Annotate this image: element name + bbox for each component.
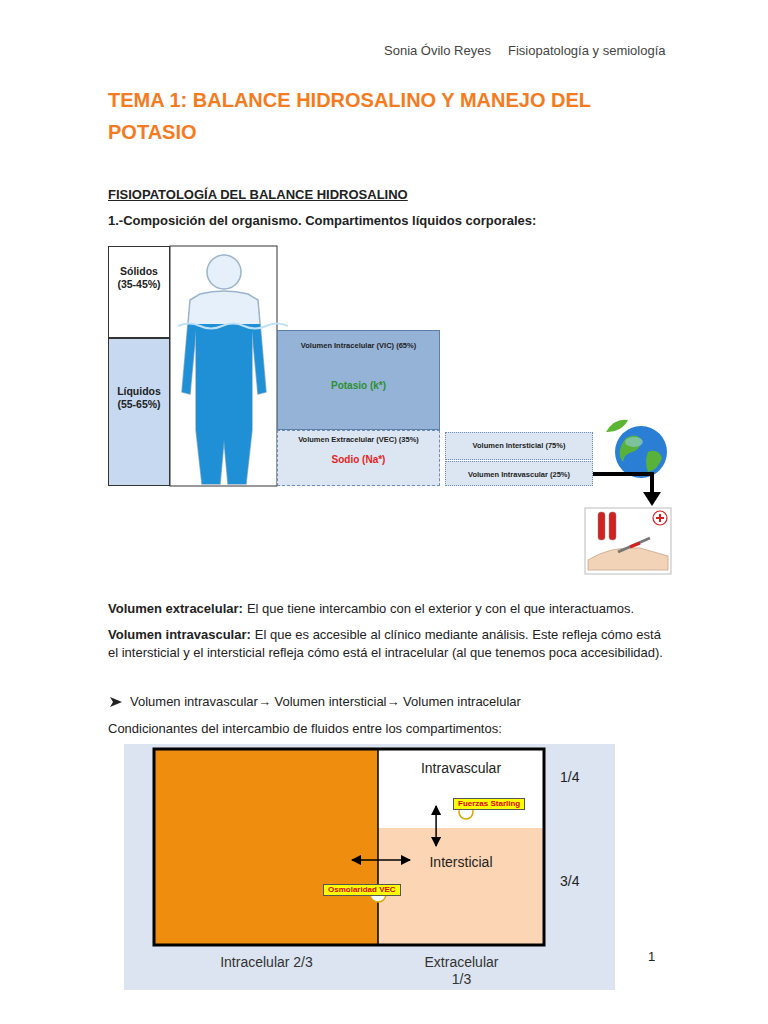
globe-icon bbox=[646, 451, 662, 472]
compartment-frame bbox=[154, 749, 544, 945]
text-line: Fisiopatología y semiología bbox=[508, 42, 728, 60]
blood-sample-picture bbox=[585, 508, 671, 574]
node-label: Sólidos (35-45%) bbox=[111, 265, 167, 290]
compartment-box: Volumen Intravascular (25%) bbox=[445, 461, 593, 486]
region-fill bbox=[155, 750, 544, 944]
globe-icon bbox=[620, 435, 642, 462]
globe-icon bbox=[606, 420, 628, 432]
human-figure bbox=[182, 291, 266, 484]
figure-column bbox=[170, 246, 277, 486]
compartment-box: Volumen Intersticial (75%) bbox=[445, 432, 593, 460]
globe-icon bbox=[625, 437, 643, 447]
human-figure bbox=[178, 324, 288, 329]
bullet-text: Volumen intravascular→ Volumen interstic… bbox=[130, 694, 521, 709]
text-line: 1/4 bbox=[560, 768, 594, 787]
compartment-box: Volumen Intracelular (VIC) (65%) Potasio … bbox=[277, 330, 440, 430]
sample-arrow bbox=[593, 474, 661, 506]
text-line: FISIOPATOLOGÍA DEL BALANCE HIDROSALINO bbox=[108, 186, 668, 204]
human-figure bbox=[178, 255, 288, 484]
factor-tag: Osmolaridad VEC bbox=[323, 884, 401, 896]
blood-sample-picture bbox=[609, 512, 616, 540]
sample-arrow bbox=[643, 492, 661, 506]
node-label: Intravascular bbox=[382, 760, 540, 777]
text-line: 3/4 bbox=[560, 872, 594, 891]
globe-icon bbox=[606, 420, 667, 478]
compartment-frame bbox=[154, 749, 544, 945]
text-line: 1 bbox=[648, 948, 668, 966]
fraction-label: 1/4 bbox=[560, 769, 579, 785]
region-fill bbox=[155, 750, 378, 944]
page-number: 1 bbox=[648, 949, 655, 964]
header-text: Sonia Óvilo Reyes bbox=[384, 43, 491, 58]
blood-sample-picture bbox=[598, 512, 605, 540]
exchange-arrow bbox=[435, 806, 437, 846]
node-label: Extracelular 1/3 bbox=[414, 954, 510, 988]
term: Volumen extracelular: bbox=[108, 601, 243, 616]
factor-tag: Fuerzas Starling bbox=[453, 798, 525, 810]
blood-sample-picture bbox=[656, 514, 664, 522]
human-figure bbox=[182, 324, 266, 484]
extracellular-region: Extracelular 1/3IntravascularFuerzas Sta… bbox=[378, 750, 545, 944]
text-line: Volumen intravascular:El que es accesibl… bbox=[108, 626, 668, 662]
subsection-heading: 1.-Composición del organismo. Compartime… bbox=[108, 213, 536, 228]
body-text: Condicionantes del intercambio de fluido… bbox=[108, 721, 502, 736]
blood-sample-picture bbox=[630, 543, 640, 547]
intravascular-region: Intravascular bbox=[378, 750, 544, 828]
region-fill bbox=[378, 828, 544, 944]
text-line: Condicionantes del intercambio de fluido… bbox=[108, 720, 668, 738]
blood-sample-picture bbox=[585, 508, 671, 574]
exchange-arrow bbox=[352, 859, 410, 861]
bullet-arrow bbox=[110, 697, 122, 707]
page-title: TEMA 1: BALANCE HIDROSALINO Y MANEJO DEL… bbox=[108, 84, 668, 148]
node-label: Volumen Intracelular (VIC) (65%) bbox=[282, 341, 435, 350]
intracellular-region: Intracelular 2/3 bbox=[155, 750, 378, 944]
definition: El que tiene intercambio con el exterior… bbox=[247, 601, 634, 616]
region-fill bbox=[378, 750, 544, 828]
fraction-label: 3/4 bbox=[560, 873, 579, 889]
human-figure bbox=[207, 255, 241, 289]
blood-sample-picture bbox=[588, 548, 668, 570]
tag-text: Osmolaridad VEC bbox=[328, 885, 396, 895]
node-label: Intersticial bbox=[382, 854, 540, 871]
section-heading: FISIOPATOLOGÍA DEL BALANCE HIDROSALINO bbox=[108, 187, 408, 202]
liquids-box: Líquidos (55-65%) bbox=[108, 338, 170, 486]
ion-label: Sodio (Na*) bbox=[282, 454, 435, 466]
blood-sample-picture bbox=[653, 511, 667, 525]
term: Volumen intravascular: bbox=[108, 627, 251, 642]
figure-column bbox=[170, 246, 277, 486]
text-line: Volumen intravascular→ Volumen interstic… bbox=[130, 693, 670, 711]
node-label: Volumen Extracelular (VEC) (35%) bbox=[282, 435, 435, 444]
interstitial-region: Intersticial bbox=[378, 828, 544, 944]
node-label: Líquidos (55-65%) bbox=[111, 385, 167, 410]
node-label: Volumen Intravascular (25%) bbox=[450, 470, 588, 479]
blood-sample-picture bbox=[618, 538, 650, 552]
compartment-box: Volumen Extracelular (VEC) (35%) Sodio (N… bbox=[277, 430, 440, 486]
compartment-frame bbox=[377, 749, 379, 945]
tag-text: Fuerzas Starling bbox=[458, 799, 520, 809]
text-line: Sonia Óvilo Reyes bbox=[384, 42, 514, 60]
sample-arrow bbox=[593, 474, 652, 494]
bullet-arrow bbox=[110, 697, 122, 707]
node-label: Intracelular 2/3 bbox=[219, 954, 315, 971]
text-line: 1.-Composición del organismo. Compartime… bbox=[108, 212, 668, 230]
globe-icon bbox=[615, 426, 667, 478]
ion-label: Potasio (k*) bbox=[282, 380, 435, 392]
solids-box: Sólidos (35-45%) bbox=[108, 246, 170, 338]
text-line: Volumen extracelular: El que tiene interc… bbox=[108, 600, 668, 618]
fluid-panel bbox=[124, 744, 615, 990]
header-text: Fisiopatología y semiología bbox=[508, 43, 666, 58]
node-label: Volumen Intersticial (75%) bbox=[450, 441, 588, 450]
